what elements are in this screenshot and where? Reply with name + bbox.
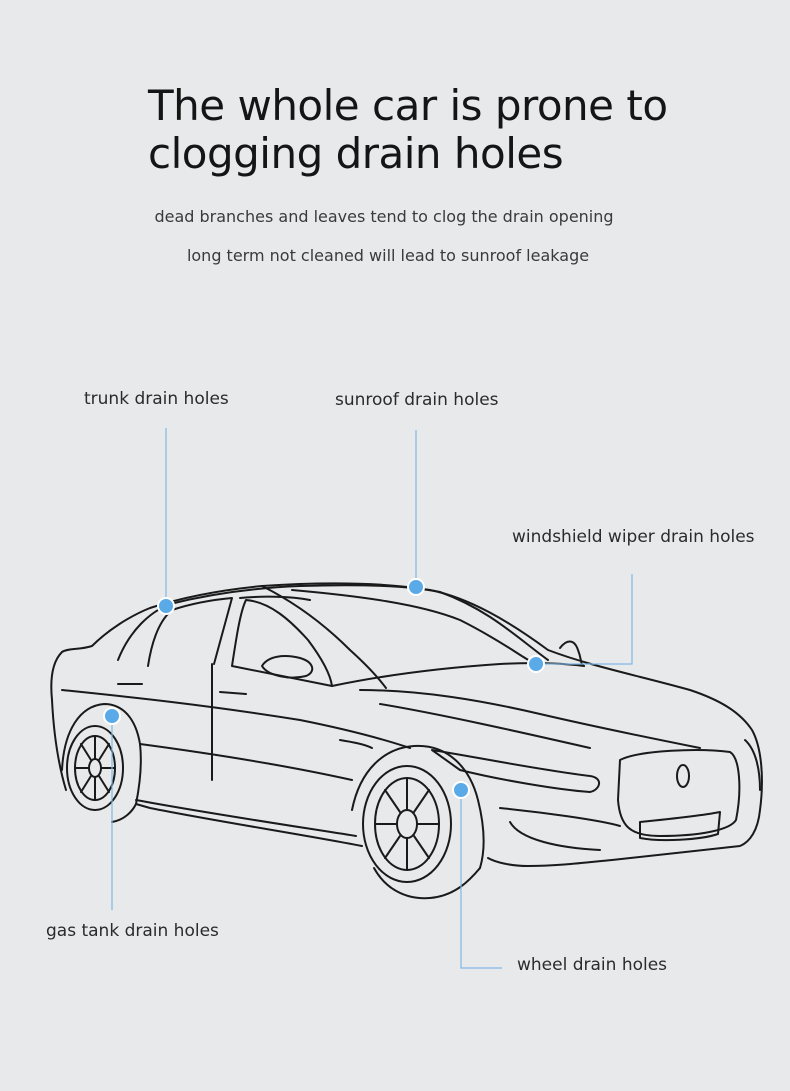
label-trunk-drain-holes: trunk drain holes — [84, 389, 229, 409]
mirror — [261, 655, 314, 679]
subtitle-line-2: long term not cleaned will lead to sunro… — [186, 246, 590, 265]
windshield — [291, 589, 533, 663]
leader-lines — [111, 428, 633, 969]
leader-wheel — [460, 790, 502, 969]
marker-wiper — [527, 655, 545, 673]
marker-trunk — [157, 597, 175, 615]
front-grille — [617, 749, 741, 837]
subtitle-line-1: dead branches and leaves tend to clog th… — [154, 207, 614, 226]
label-sunroof-drain-holes: sunroof drain holes — [335, 390, 499, 410]
rear-wheel — [66, 725, 124, 811]
label-gas-tank-drain-holes: gas tank drain holes — [46, 921, 219, 941]
label-wiper-drain-holes: windshield wiper drain holes — [512, 527, 755, 547]
title-line-1: The whole car is prone to — [148, 81, 668, 130]
side-window-rear — [231, 599, 333, 687]
page-title: The whole car is prone to clogging drain… — [148, 82, 668, 178]
rear-wheel-arch — [61, 703, 142, 805]
car-icon — [50, 582, 763, 900]
marker-sunroof — [407, 578, 425, 596]
front-wheel — [362, 765, 452, 883]
leader-wiper — [536, 574, 633, 665]
marker-gas-tank — [103, 707, 121, 725]
label-wheel-drain-holes: wheel drain holes — [517, 955, 668, 975]
side-window-front — [239, 595, 311, 601]
title-line-2: clogging drain holes — [148, 129, 564, 178]
headlight — [431, 749, 600, 793]
marker-wheel — [452, 781, 470, 799]
car-body-outline — [50, 582, 763, 867]
drain-markers — [103, 578, 545, 799]
roof-line — [117, 584, 549, 661]
front-wheel-arch — [351, 744, 485, 869]
